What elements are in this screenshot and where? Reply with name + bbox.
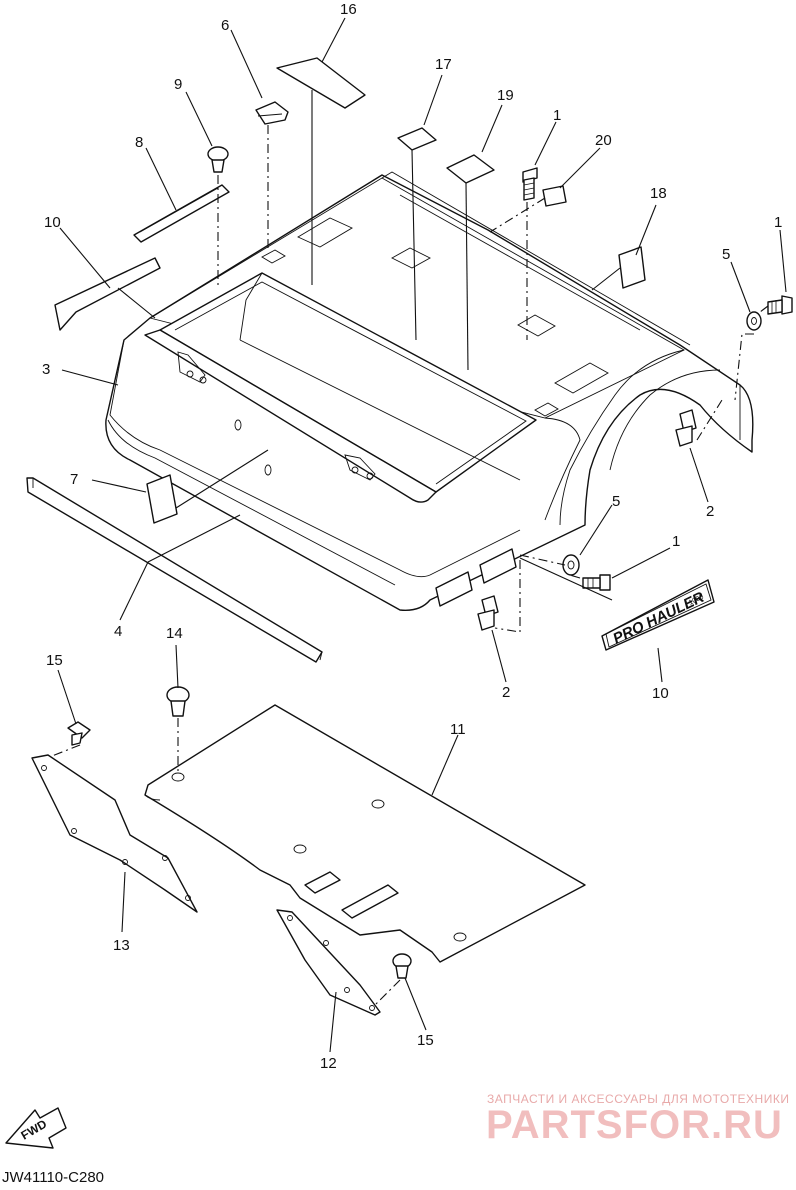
part-6-cap: [255, 101, 289, 125]
part-10-emblem: PRO HAULER 1000: [601, 579, 715, 651]
part-18-pad: [618, 246, 646, 289]
part-16-pad: [276, 57, 366, 109]
callout-9: 9: [174, 76, 182, 93]
part-15-clip-left: [67, 721, 91, 746]
callout-15-right: 15: [417, 1032, 434, 1049]
rear-body-panel: [105, 171, 754, 611]
fwd-arrow-icon: FWD: [5, 1107, 67, 1149]
callout-18: 18: [650, 185, 667, 202]
callout-10-lower: 10: [652, 685, 669, 702]
part-5-washer-upper: [746, 311, 762, 331]
callout-5-lower: 5: [612, 493, 620, 510]
callout-11: 11: [450, 721, 466, 738]
callout-6: 6: [221, 17, 229, 34]
callout-1-right: 1: [774, 214, 782, 231]
callout-2-right: 2: [706, 503, 714, 520]
part-4-strip: [26, 477, 323, 663]
callout-12: 12: [320, 1055, 337, 1072]
part-1-screw-lower: [582, 574, 611, 591]
watermark-tagline: ЗАПЧАСТИ И АКСЕССУАРЫ ДЛЯ МОТОТЕХНИКИ: [487, 1092, 789, 1106]
watermark-logo: PARTSFOR.RU: [486, 1103, 783, 1147]
part-10-strip: [54, 257, 161, 331]
part-1-screw-right: [767, 295, 793, 315]
part-1-screw-top: [522, 167, 538, 201]
watermark: ЗАПЧАСТИ И АКСЕССУАРЫ ДЛЯ МОТОТЕХНИКИ PA…: [486, 1092, 789, 1147]
part-5-washer-lower: [562, 554, 580, 576]
callout-10-top: 10: [44, 214, 61, 231]
part-19-pad: [446, 154, 495, 184]
callout-20: 20: [595, 132, 612, 149]
part-15-clip-right: [392, 953, 412, 979]
callout-7: 7: [70, 471, 78, 488]
callout-19: 19: [497, 87, 514, 104]
callout-5-top: 5: [722, 246, 730, 263]
callout-17: 17: [435, 56, 452, 73]
diagram-code: JW41110-C280: [2, 1169, 104, 1185]
leader-lines: [57, 17, 787, 1053]
callout-8: 8: [135, 134, 143, 151]
callout-1-lower: 1: [672, 533, 680, 550]
part-2-bracket-lower: [477, 595, 499, 631]
callout-15-left: 15: [46, 652, 63, 669]
part-2-bracket-upper: [675, 409, 697, 447]
part-8-strip: [133, 184, 230, 243]
callout-4: 4: [114, 623, 122, 640]
callout-labels: 16 6 17 19 1 20 9 8 18 10 5 1 3 2 7 5 1 …: [42, 1, 782, 1072]
part-17-pad: [397, 127, 437, 151]
callout-2-lower: 2: [502, 684, 510, 701]
callout-14: 14: [166, 625, 183, 642]
part-13-side-panel: [31, 754, 198, 913]
assembly-lines: [51, 125, 769, 1006]
callout-3: 3: [42, 361, 50, 378]
part-12-side-panel: [276, 909, 381, 1016]
callout-16: 16: [340, 1, 357, 18]
part-11-floor-panel: [144, 704, 586, 963]
callout-13: 13: [113, 937, 130, 954]
part-7-label: [146, 474, 178, 524]
part-9-clip: [207, 146, 229, 173]
part-20-pad: [542, 185, 567, 207]
callout-1-top: 1: [553, 107, 561, 124]
part-14-clip: [166, 686, 190, 717]
